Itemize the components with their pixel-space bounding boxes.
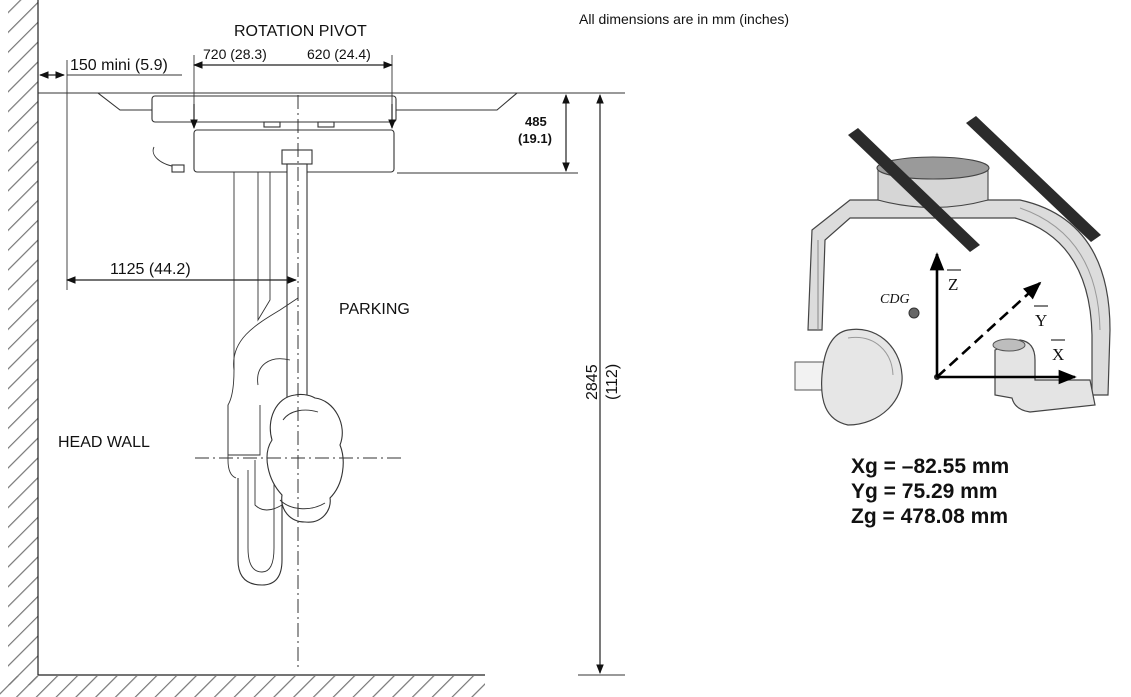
lower-arm-j: [237, 478, 283, 586]
wall-hatch: [8, 0, 38, 685]
detector-face: [992, 338, 1026, 352]
installation-drawing: 150 mini (5.9) ROTATION PIVOT 720 (28.3)…: [0, 0, 789, 697]
c-arm-edge-right: [1019, 207, 1101, 331]
dimension-reach: 1125 (44.2): [66, 261, 297, 284]
z-axis-label: Z: [948, 275, 958, 294]
pivot-left-label: 720 (28.3): [203, 46, 267, 62]
wall-clearance-label: 150 mini (5.9): [70, 57, 168, 74]
mount-bolt-right: [317, 121, 335, 128]
tube-head-highlight: [847, 336, 894, 376]
total-height-mm: 2845: [584, 364, 601, 400]
rotation-pivot-label: ROTATION PIVOT: [234, 23, 367, 40]
parking-label: PARKING: [339, 301, 410, 318]
dimension-plate-height: 485 (19.1): [518, 94, 570, 172]
cable-connector: [171, 164, 185, 173]
units-note: All dimensions are in mm (inches): [579, 11, 789, 27]
head-wall-label: HEAD WALL: [58, 434, 150, 451]
dimension-pivot-offsets: 720 (28.3) 620 (24.4): [190, 46, 396, 129]
cg-y-value: Yg = 75.29 mm: [851, 480, 998, 503]
c-arm-3d-model: CDG Z Y X Xg = –82.55 mm Yg = 75.29 mm Z…: [794, 116, 1111, 528]
arm-rail-inner: [257, 172, 271, 322]
c-arm-frame: [807, 199, 1111, 396]
arm-joint-block: [227, 405, 261, 456]
head-detail-bottom: [279, 499, 326, 510]
detector: [994, 339, 1096, 413]
ceiling-rail-left: [848, 128, 980, 252]
floor-hatch: [0, 676, 485, 697]
arm-elbow-upper: [233, 297, 299, 371]
head-wall-structure: [0, 0, 485, 697]
cdg-marker: [908, 307, 920, 319]
plate-height-in: (19.1): [518, 131, 552, 146]
column-shaft: [286, 163, 308, 425]
arm-rail-outer: [227, 172, 237, 479]
mount-bolt-left: [263, 121, 281, 128]
cg-z-value: Zg = 478.08 mm: [851, 505, 1008, 528]
y-axis-arrow: [936, 281, 1042, 378]
dimension-total-height: 2845 (112): [578, 94, 625, 676]
lower-arm-j-inner: [247, 470, 275, 573]
plate-height-mm: 485: [525, 114, 547, 129]
column-cap: [281, 149, 313, 165]
arm-elbow-inner: [257, 358, 291, 386]
power-cable: [152, 146, 179, 168]
cdg-label: CDG: [880, 292, 910, 307]
y-axis-label: Y: [1035, 311, 1047, 330]
x-ray-head: [266, 393, 344, 523]
total-height-in: (112): [604, 364, 621, 400]
pivot-right-label: 620 (24.4): [307, 46, 371, 62]
x-axis-label: X: [1052, 345, 1064, 364]
dimension-wall-clearance: 150 mini (5.9): [39, 57, 182, 290]
tube-head: [821, 328, 903, 426]
ceiling-rail-right: [966, 116, 1101, 242]
ceiling-mount: [151, 95, 397, 123]
cg-x-value: Xg = –82.55 mm: [851, 455, 1009, 478]
reach-label: 1125 (44.2): [110, 261, 191, 278]
